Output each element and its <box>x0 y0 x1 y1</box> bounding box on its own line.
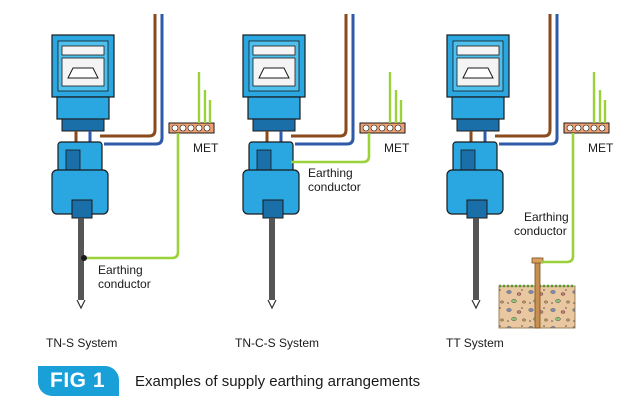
figure-badge: FIG 1 <box>38 366 120 396</box>
earthing-conductor <box>291 133 371 164</box>
figure-caption: Examples of supply earthing arrangements <box>135 372 421 390</box>
tn-s-unit <box>51 14 215 310</box>
earth-electrode-soil <box>498 257 576 329</box>
electricity-meter <box>51 34 115 132</box>
tn-c-s-unit <box>242 14 406 310</box>
conductor-label-3b: conductor <box>514 224 567 238</box>
system-name-tn-s: TN-S System <box>46 336 117 350</box>
service-cutout <box>51 141 109 219</box>
brown-supply-cable <box>100 14 157 138</box>
underground-cable <box>78 218 84 300</box>
earthing-conductor <box>541 133 575 264</box>
met-label-3: MET <box>588 141 614 155</box>
conductor-label-3a: Earthing <box>524 210 569 224</box>
conductor-label-1b: conductor <box>98 277 151 291</box>
figure-caption-row: FIG 1 Examples of supply earthing arrang… <box>38 366 420 396</box>
met-label-2: MET <box>384 141 410 155</box>
system-name-tt: TT System <box>446 336 504 350</box>
met-terminal-bar <box>168 122 215 134</box>
tt-unit <box>446 14 610 329</box>
conductor-label-1a: Earthing <box>98 263 143 277</box>
earthing-conductor <box>84 133 180 260</box>
conductor-label-2b: conductor <box>308 180 361 194</box>
met-label-1: MET <box>193 141 219 155</box>
blue-supply-cable <box>104 14 164 146</box>
system-name-tn-c-s: TN-C-S System <box>235 336 319 350</box>
conductor-label-2a: Earthing <box>308 166 353 180</box>
